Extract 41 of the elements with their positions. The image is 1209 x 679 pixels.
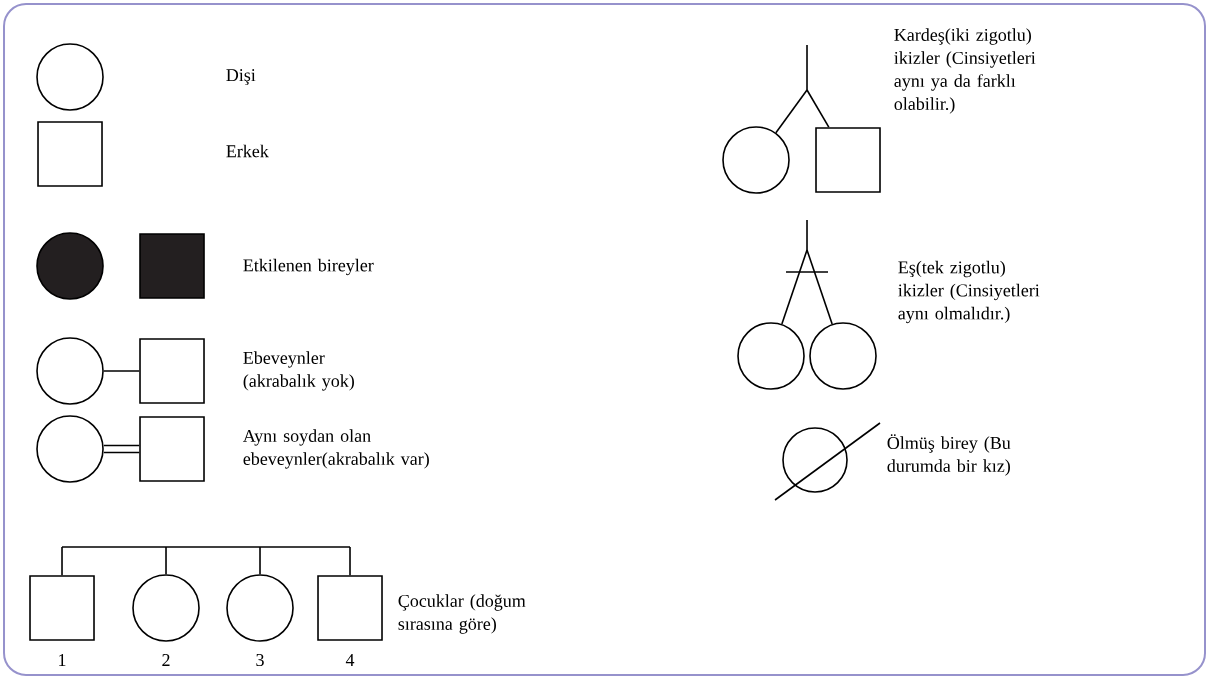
circle-symbol <box>36 415 104 483</box>
connector-line <box>806 249 833 325</box>
label-text: Çocuklar (doğum sırasına göre) <box>398 594 526 634</box>
label-text: 2 <box>162 654 170 666</box>
label-text: Erkek <box>226 144 269 158</box>
connector-line <box>775 89 808 134</box>
connector-line <box>781 249 808 325</box>
square-symbol <box>139 338 205 404</box>
square-symbol <box>37 121 103 187</box>
label-text: Etkilenen bireyler <box>243 258 374 276</box>
square-symbol <box>815 127 881 193</box>
connector-line <box>103 370 140 372</box>
label-text: Kardeş(iki zigotlu) ikizler (Cinsiyetleri aynı ya da farklı olabilir.) <box>894 28 1036 114</box>
label-text: 1 <box>59 654 66 666</box>
square-symbol <box>139 416 205 482</box>
connector-line <box>103 451 140 454</box>
label-text: Eş(tek zigotlu) ikizler (Cinsiyetleri aynı olmalıdır.) <box>898 260 1040 324</box>
circle-symbol <box>722 126 790 194</box>
label-text: Ebeveynler (akrabalık yok) <box>243 351 354 391</box>
connector-line <box>349 546 351 576</box>
circle-symbol <box>36 43 104 111</box>
filled-circle-symbol <box>36 232 104 300</box>
connector-line <box>61 546 63 576</box>
circle-symbol <box>809 322 877 390</box>
circle-symbol <box>782 427 848 493</box>
connector-line <box>259 546 261 575</box>
label-text: 4 <box>345 654 355 666</box>
label-text: Aynı soydan olan ebeveynler(akrabalık var) <box>243 429 429 469</box>
connector-line <box>103 444 140 447</box>
square-symbol <box>317 575 383 641</box>
connector-line <box>165 546 167 575</box>
circle-symbol <box>36 337 104 405</box>
connector-line <box>806 89 830 128</box>
square-symbol <box>29 575 95 641</box>
circle-symbol <box>132 574 200 642</box>
circle-symbol <box>737 322 805 390</box>
label-text: Ölmüş birey (Bu durumda bir kız) <box>887 434 1011 476</box>
label-text: 3 <box>256 653 264 667</box>
label-text: Dişi <box>226 69 256 85</box>
circle-symbol <box>226 574 294 642</box>
filled-square-symbol <box>139 233 205 299</box>
